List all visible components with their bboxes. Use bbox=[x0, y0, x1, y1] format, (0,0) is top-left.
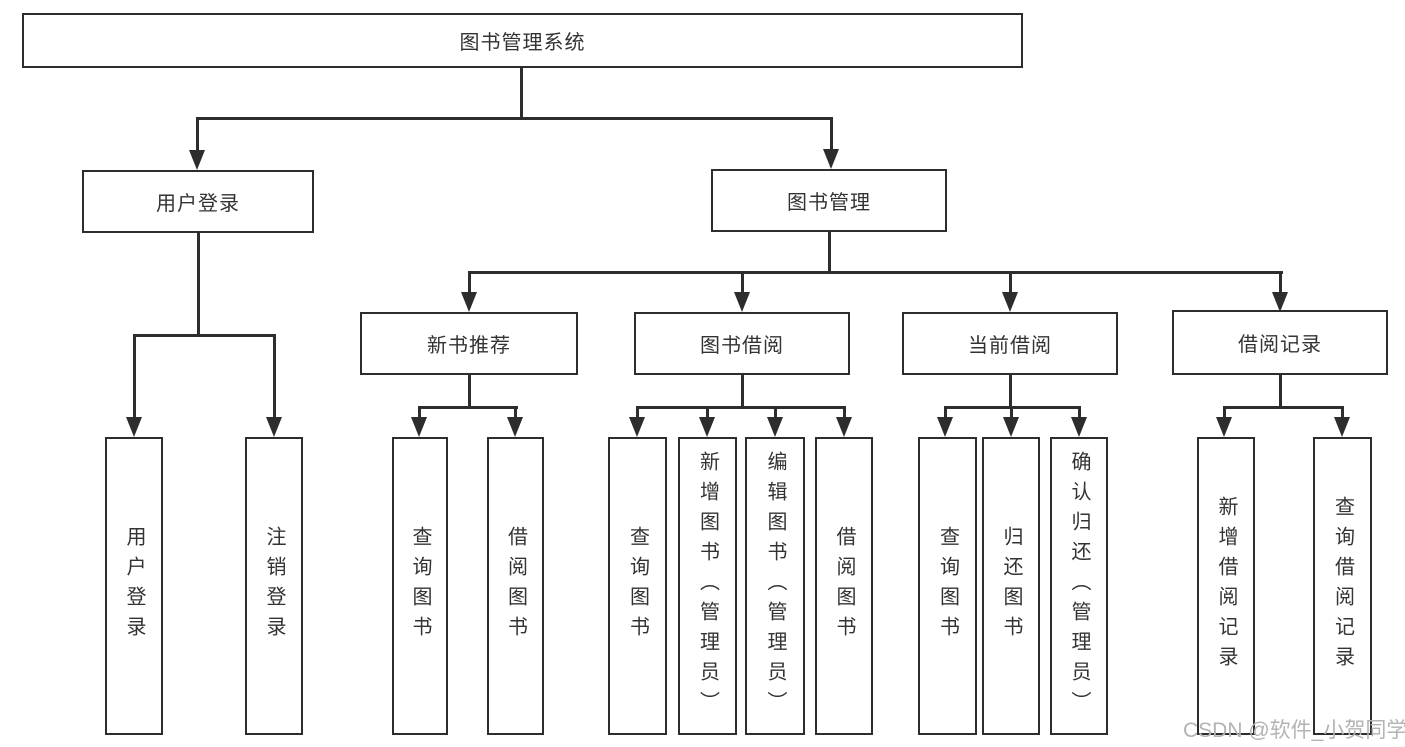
node-root: 图书管理系统 bbox=[22, 13, 1023, 68]
node-leaf-cb-confirm-return-admin: 确认归还（管理员） bbox=[1050, 437, 1108, 735]
edge-borrow-record-stem bbox=[1278, 375, 1282, 408]
arrowhead-book-borrow-icon bbox=[734, 292, 750, 312]
node-label: 借阅图书 bbox=[833, 526, 855, 646]
arrowhead-bb-add-icon bbox=[699, 417, 715, 437]
edge-book-borrow-stem bbox=[740, 375, 744, 408]
node-borrow-record: 借阅记录 bbox=[1172, 310, 1388, 375]
edge-to-login bbox=[132, 333, 136, 419]
edge-to-br-add bbox=[1222, 405, 1226, 420]
node-label: 编辑图书（管理员） bbox=[764, 451, 786, 721]
edge-root-rail bbox=[195, 116, 833, 120]
arrowhead-bb-query-icon bbox=[629, 417, 645, 437]
edge-to-current-borrow bbox=[1008, 270, 1012, 294]
arrowhead-nb-borrow-icon bbox=[507, 417, 523, 437]
node-label: 查询图书 bbox=[409, 526, 431, 646]
edge-to-bb-query bbox=[635, 405, 639, 420]
edge-to-logout bbox=[272, 333, 276, 419]
node-label: 确认归还（管理员） bbox=[1068, 451, 1090, 721]
edge-to-cb-confirm bbox=[1077, 405, 1081, 420]
arrowhead-new-book-icon bbox=[461, 292, 477, 312]
arrowhead-cb-confirm-icon bbox=[1071, 417, 1087, 437]
node-label: 用户登录 bbox=[123, 526, 145, 646]
node-leaf-user-login: 用户登录 bbox=[105, 437, 163, 735]
node-leaf-cb-return-book: 归还图书 bbox=[982, 437, 1040, 735]
node-leaf-bb-edit-book-admin: 编辑图书（管理员） bbox=[745, 437, 805, 735]
node-label: 借阅图书 bbox=[504, 526, 527, 646]
edge-to-cb-return bbox=[1009, 405, 1013, 420]
node-leaf-bb-borrow-book: 借阅图书 bbox=[815, 437, 873, 735]
node-leaf-br-query-record: 查询借阅记录 bbox=[1313, 437, 1372, 735]
edge-to-book-mgmt bbox=[829, 116, 833, 151]
edge-to-bb-add bbox=[705, 405, 709, 420]
edge-user-login-rail bbox=[132, 333, 276, 337]
node-current-borrow: 当前借阅 bbox=[902, 312, 1118, 375]
node-label: 查询图书 bbox=[936, 526, 959, 646]
node-leaf-nb-query-book: 查询图书 bbox=[392, 437, 448, 735]
edge-to-user-login bbox=[195, 116, 199, 152]
edge-book-borrow-rail bbox=[635, 405, 846, 409]
node-book-borrow: 图书借阅 bbox=[634, 312, 850, 375]
arrowhead-nb-query-icon bbox=[411, 417, 427, 437]
node-label: 归还图书 bbox=[1000, 526, 1022, 646]
edge-to-borrow-record bbox=[1278, 270, 1282, 294]
node-label: 查询图书 bbox=[626, 526, 649, 646]
node-leaf-logout: 注销登录 bbox=[245, 437, 303, 735]
node-leaf-br-add-record: 新增借阅记录 bbox=[1197, 437, 1255, 735]
csdn-watermark: CSDN @软件_小贺同学 bbox=[1183, 719, 1405, 742]
edge-to-bb-edit bbox=[773, 405, 777, 420]
arrowhead-login-icon bbox=[126, 417, 142, 437]
arrowhead-current-borrow-icon bbox=[1002, 292, 1018, 312]
arrowhead-br-query-icon bbox=[1334, 417, 1350, 437]
arrowhead-borrow-record-icon bbox=[1272, 292, 1288, 312]
node-user-login: 用户登录 bbox=[82, 170, 314, 233]
node-leaf-nb-borrow-book: 借阅图书 bbox=[487, 437, 544, 735]
node-new-book: 新书推荐 bbox=[360, 312, 578, 375]
edge-to-new-book bbox=[467, 270, 471, 294]
edge-book-mgmt-stem bbox=[827, 232, 831, 273]
arrowhead-book-mgmt-icon bbox=[823, 149, 839, 169]
edge-to-nb-borrow bbox=[513, 405, 517, 420]
node-label: 注销登录 bbox=[263, 526, 285, 646]
arrowhead-bb-borrow-icon bbox=[836, 417, 852, 437]
edge-book-mgmt-rail bbox=[467, 270, 1283, 274]
node-leaf-bb-query-book: 查询图书 bbox=[608, 437, 667, 735]
edge-borrow-record-rail bbox=[1222, 405, 1344, 409]
arrowhead-br-add-icon bbox=[1216, 417, 1232, 437]
node-label: 新增图书（管理员） bbox=[696, 451, 719, 721]
edge-to-book-borrow bbox=[740, 270, 744, 294]
node-book-mgmt: 图书管理 bbox=[711, 169, 947, 232]
arrowhead-user-login-icon bbox=[189, 150, 205, 170]
node-label: 新增借阅记录 bbox=[1215, 496, 1237, 676]
edge-root-stem bbox=[519, 68, 523, 119]
node-leaf-bb-add-book-admin: 新增图书（管理员） bbox=[678, 437, 737, 735]
arrowhead-bb-edit-icon bbox=[767, 417, 783, 437]
edge-new-book-rail bbox=[417, 405, 518, 409]
edge-new-book-stem bbox=[467, 375, 471, 408]
arrowhead-cb-query-icon bbox=[937, 417, 953, 437]
edge-to-nb-query bbox=[417, 405, 421, 420]
node-label: 查询借阅记录 bbox=[1331, 496, 1354, 676]
edge-user-login-stem bbox=[196, 233, 200, 336]
edge-to-br-query bbox=[1340, 405, 1344, 420]
edge-current-borrow-stem bbox=[1008, 375, 1012, 408]
edge-to-bb-borrow bbox=[842, 405, 846, 420]
edge-to-cb-query bbox=[943, 405, 947, 420]
node-leaf-cb-query-book: 查询图书 bbox=[918, 437, 977, 735]
arrowhead-cb-return-icon bbox=[1003, 417, 1019, 437]
arrowhead-logout-icon bbox=[266, 417, 282, 437]
